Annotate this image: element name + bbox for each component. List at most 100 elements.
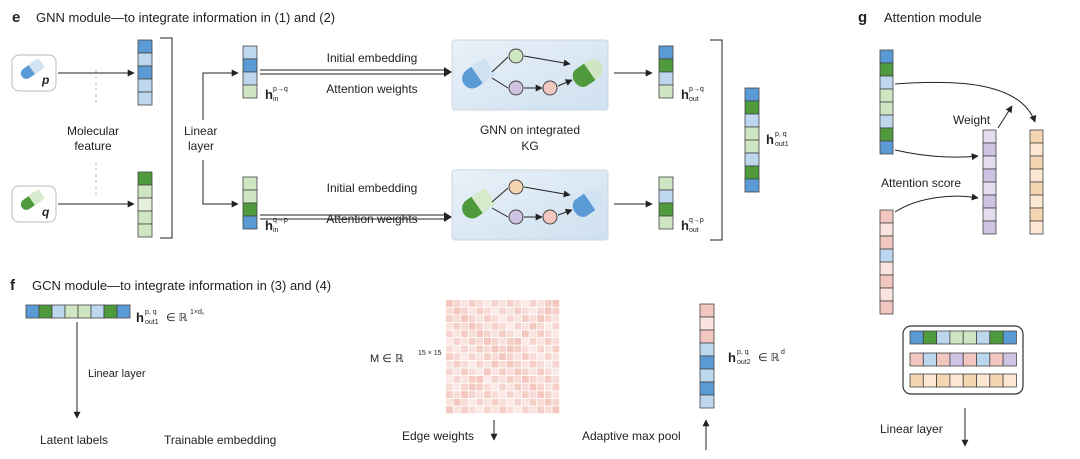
matrix-cell	[529, 368, 537, 376]
matrix-cell	[514, 368, 522, 376]
drug-p-label: p	[41, 73, 49, 87]
h-out1-sub: out1	[775, 141, 789, 148]
h-in-qp-sub: in	[273, 227, 279, 234]
drug-q-icon	[11, 185, 57, 223]
matrix-cell	[522, 353, 529, 360]
matrix-cell	[461, 383, 468, 391]
matrix-cell	[529, 345, 537, 353]
matrix-cell	[491, 376, 499, 383]
matrix-cell	[446, 338, 453, 345]
h-out1-vector	[744, 87, 760, 193]
matrix-cell	[529, 360, 537, 368]
matrix-cell	[506, 345, 514, 353]
matrix-cell	[537, 330, 544, 338]
matrix-cell	[484, 315, 491, 322]
latent-labels: Latent labels	[40, 433, 108, 447]
panel-g: g Attention module	[858, 9, 1044, 447]
matrix-cell	[506, 368, 514, 376]
h-in-qp-label: h	[265, 218, 273, 233]
matrix-cell	[446, 307, 453, 315]
panel-f: f GCN module—to integrate information in…	[10, 277, 785, 450]
matrix-cell	[499, 307, 506, 315]
matrix-cell	[484, 360, 491, 368]
matrix-cell	[506, 391, 514, 398]
matrix-cell	[499, 391, 506, 398]
matrix-cell	[453, 383, 461, 391]
h-in-pq-sup: p→q	[273, 86, 288, 93]
matrix-cell	[468, 300, 476, 307]
matrix-cell	[453, 300, 461, 307]
matrix-cell	[544, 330, 552, 338]
stacked-row-cell	[936, 330, 951, 345]
matrix-cell	[499, 353, 506, 360]
h-out1-sup: p, q	[775, 131, 787, 138]
matrix-cell	[491, 360, 499, 368]
stacked-row-cell	[976, 373, 991, 388]
matrix-cell	[552, 338, 560, 345]
drug-q-label: q	[42, 205, 50, 219]
h-in-qp-vector	[242, 176, 258, 230]
matrix-cell	[484, 345, 491, 353]
q-feature-vector	[137, 171, 153, 238]
matrix-cell	[453, 322, 461, 330]
g-linear-layer: Linear layer	[880, 422, 943, 436]
matrix-cell	[537, 315, 544, 322]
matrix-cell	[476, 315, 484, 322]
matrix-cell	[484, 368, 491, 376]
panel-e: e GNN module—to integrate information in…	[11, 9, 789, 241]
h-out2-space: ∈ ℝ	[758, 352, 780, 364]
matrix-cell	[461, 376, 468, 383]
matrix-cell	[537, 322, 544, 330]
stacked-row-cell	[962, 373, 977, 388]
matrix-cell	[446, 360, 453, 368]
matrix-cell	[514, 300, 522, 307]
matrix-cell	[499, 398, 506, 406]
h-out-qp-sup: q→p	[689, 217, 704, 224]
matrix-cell	[514, 307, 522, 315]
matrix-cell	[514, 330, 522, 338]
matrix-cell	[514, 360, 522, 368]
matrix-cell	[491, 406, 499, 414]
matrix-cell	[461, 300, 468, 307]
matrix-cell	[461, 330, 468, 338]
adjacency-matrix	[446, 300, 560, 414]
matrix-cell	[529, 398, 537, 406]
matrix-cell	[506, 330, 514, 338]
gnn-label-line2: KG	[521, 139, 538, 153]
matrix-cell	[491, 300, 499, 307]
molecular-feature-line1: Molecular	[67, 124, 119, 138]
matrix-cell	[544, 360, 552, 368]
matrix-cell	[506, 322, 514, 330]
h-out2-exp: d	[781, 349, 785, 356]
matrix-cell	[552, 391, 560, 398]
matrix-cell	[506, 406, 514, 414]
panel-e-letter: e	[12, 9, 20, 26]
matrix-cell	[529, 338, 537, 345]
matrix-cell	[446, 398, 453, 406]
matrix-cell	[529, 383, 537, 391]
matrix-cell	[461, 345, 468, 353]
h-in-pq-vector	[242, 45, 258, 99]
matrix-cell	[529, 391, 537, 398]
matrix-cell	[468, 345, 476, 353]
matrix-cell	[484, 376, 491, 383]
h-out2-sup: p, q	[737, 349, 749, 356]
matrix-cell	[522, 383, 529, 391]
input-bracket	[160, 37, 173, 239]
matrix-cell	[484, 307, 491, 315]
matrix-cell	[537, 338, 544, 345]
initial-embedding-bottom: Initial embedding	[327, 181, 418, 195]
h-out-pq-sub: out	[689, 96, 699, 103]
matrix-cell	[476, 307, 484, 315]
matrix-cell	[529, 307, 537, 315]
matrix-cell	[453, 315, 461, 322]
matrix-cell	[446, 345, 453, 353]
matrix-cell	[522, 330, 529, 338]
matrix-cell	[499, 360, 506, 368]
matrix-cell	[461, 338, 468, 345]
attention-score-label: Attention score	[881, 176, 961, 190]
h-out-qp-vector	[658, 176, 674, 230]
stacked-row-cell	[1002, 330, 1017, 345]
molecular-feature-line2: feature	[74, 139, 112, 153]
